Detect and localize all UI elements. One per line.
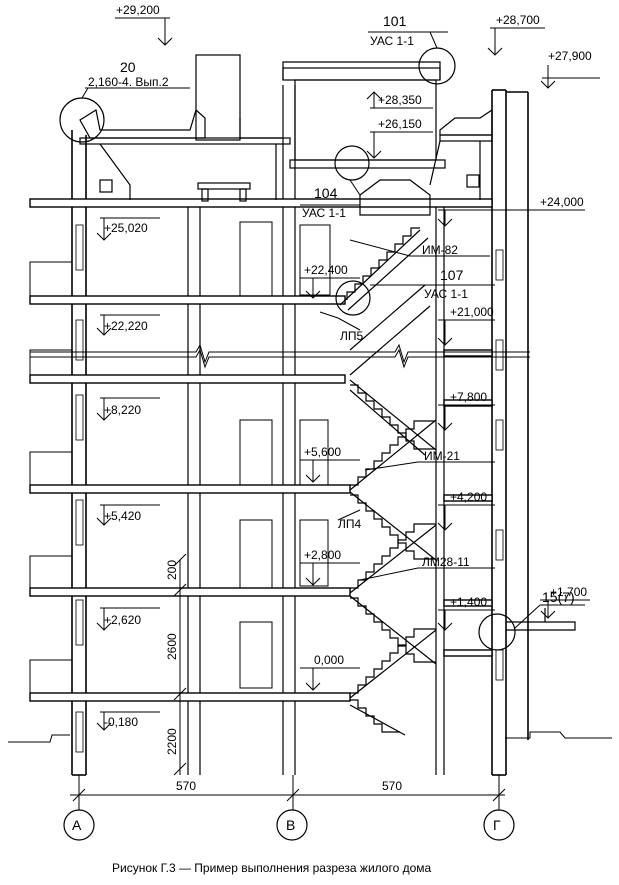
axis-label-b: В (286, 817, 295, 833)
floor-slabs (29, 198, 493, 702)
dimension-200: 200 (165, 560, 179, 580)
callout-101-number: 101 (383, 13, 407, 29)
callout-107-reference: УАС 1-1 (424, 287, 468, 301)
elevation-29200: +29,200 (116, 3, 160, 17)
element-lp4: ЛП4 (338, 517, 362, 531)
leader-lines (81, 31, 585, 629)
elevation-1400: +1,400 (450, 595, 487, 609)
callout-104-number: 104 (314, 185, 338, 201)
elevation-8220: +8,220 (104, 403, 141, 417)
element-lp5: ЛП5 (340, 329, 364, 343)
dimension-span-b-g: 570 (382, 779, 402, 793)
balconies (29, 261, 73, 694)
elevation-21000: +21,000 (450, 305, 494, 319)
axis-bubble-g (483, 809, 515, 841)
elevation-0000: 0,000 (314, 653, 344, 667)
axis-bubbles (63, 809, 515, 841)
callout-20-reference: 2,160-4. Вып.2 (88, 75, 169, 89)
ground-line (8, 731, 612, 743)
elevation-28700: +28,700 (496, 13, 540, 27)
element-im82: ИМ-82 (422, 243, 458, 257)
horizontal-dimension-chain (70, 775, 506, 810)
exterior-wall-left (71, 130, 87, 776)
detail-circle-107 (335, 280, 371, 316)
elevation-7800: +7,800 (450, 390, 487, 404)
element-im21: ИМ-21 (424, 449, 460, 463)
elevation-28350: +28,350 (378, 93, 422, 107)
elevation-markers (96, 17, 600, 731)
elevation-22400: +22,400 (304, 263, 348, 277)
roof (79, 54, 493, 202)
staircase (339, 179, 437, 736)
callout-15-number: 15(7) (542, 589, 575, 605)
break-line (30, 343, 530, 369)
elevation-2620: +2,620 (104, 613, 141, 627)
dimension-2200: 2200 (165, 728, 179, 755)
axis-label-a: А (72, 817, 82, 833)
exterior-wall-right (491, 89, 529, 776)
elevation-27900: +27,900 (548, 49, 592, 63)
callout-107-number: 107 (440, 267, 464, 283)
detail-circle-15 (478, 613, 516, 651)
elevation-2800: +2,800 (304, 548, 341, 562)
elevation-1700: +1,700 (550, 585, 587, 599)
detail-circle-104 (334, 145, 370, 181)
dimension-2600: 2600 (165, 633, 179, 660)
vertical-dimension-chain (173, 553, 187, 776)
elevation-4200: +4,200 (450, 490, 487, 504)
detail-circle-101 (418, 47, 456, 85)
elevation-22220: +22,220 (104, 319, 148, 333)
elevation-5600: +5,600 (304, 445, 341, 459)
axis-label-g: Г (493, 817, 501, 833)
callout-104-reference: УАС 1-1 (302, 206, 346, 220)
dimension-span-a-b: 570 (176, 779, 196, 793)
elevation-26150: +26,150 (378, 117, 422, 131)
axis-bubble-b (276, 809, 308, 841)
element-lm28: ЛМ28-11 (422, 555, 470, 569)
callout-101-reference: УАС 1-1 (370, 34, 414, 48)
elevation-minus-0180: -0,180 (104, 715, 138, 729)
elevation-24000: +24,000 (540, 195, 584, 209)
figure-caption: Рисунок Г.3 — Пример выполнения разреза … (112, 861, 432, 875)
facade-windows (75, 224, 504, 753)
callout-20-number: 20 (120, 59, 136, 75)
labels: +29,200 +28,700 +27,900 +28,350 +26,150 … (72, 3, 592, 875)
elevation-5420: +5,420 (104, 509, 141, 523)
axis-bubble-a (63, 809, 95, 841)
elevation-25020: +25,020 (104, 221, 148, 235)
